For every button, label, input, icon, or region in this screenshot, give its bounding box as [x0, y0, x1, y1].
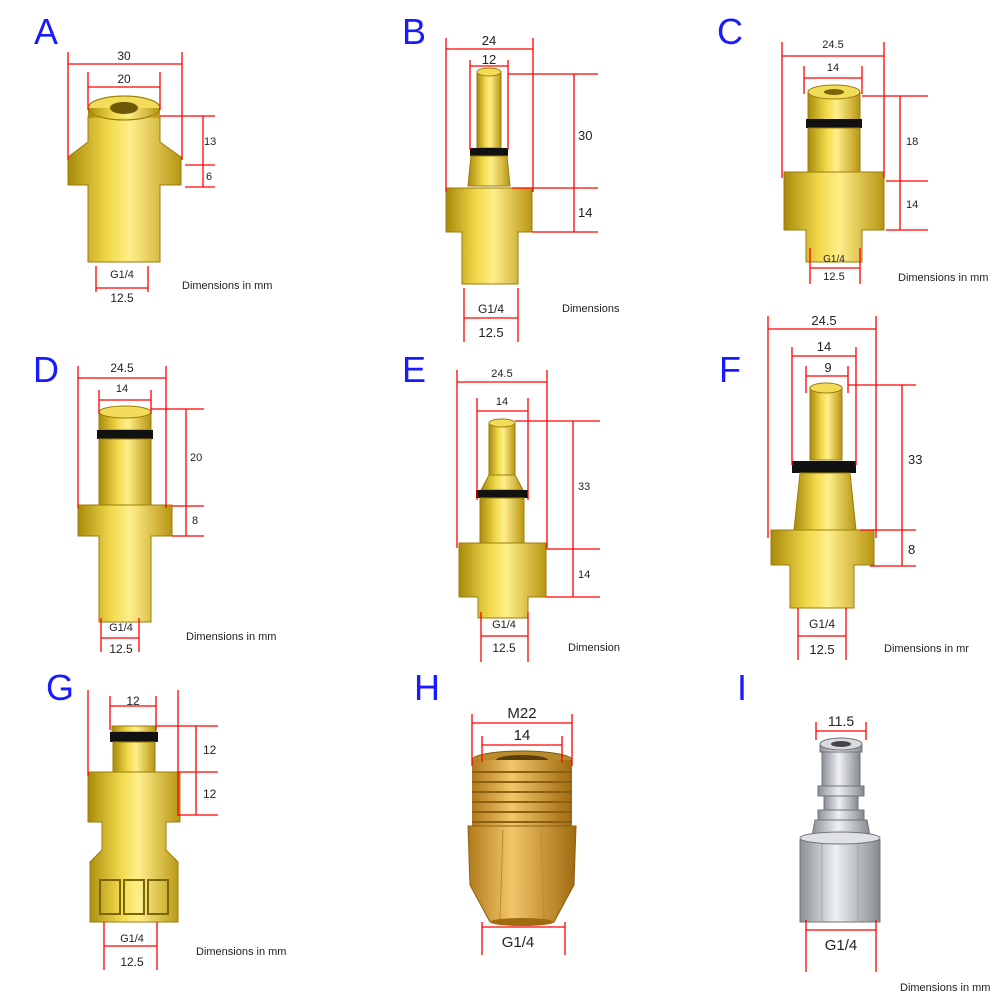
dim-d-2: 14: [116, 383, 128, 395]
dim-lines-i: [805, 722, 877, 972]
panel-letter-e: E: [402, 349, 426, 390]
dim-b-2: 12: [482, 52, 496, 67]
adapter-g-image: [87, 725, 181, 923]
dim-f-2: 14: [817, 339, 831, 354]
dim-b-1: 24: [482, 33, 496, 48]
thread-a: G1/4: [110, 269, 134, 281]
dim-a-3: 13: [204, 136, 216, 148]
base-a: 12.5: [110, 291, 134, 305]
dim-g-3: 12: [203, 787, 217, 801]
adapter-b-image: [445, 67, 533, 285]
dim-h-1: M22: [507, 705, 536, 722]
base-d: 12.5: [109, 642, 133, 656]
dim-h-2: 14: [514, 727, 531, 744]
dim-d-1: 24.5: [110, 361, 134, 375]
dim-lines-c: [781, 42, 928, 284]
thread-b: G1/4: [478, 302, 504, 316]
note-e: Dimension: [568, 642, 620, 654]
dim-g-1: 12: [126, 694, 140, 708]
adapter-i-image: [799, 737, 881, 923]
adapter-h-image: [467, 750, 577, 926]
panel-f: F 24.5 14 9 33 8 G1/4 12.5 Dimensions in…: [719, 313, 969, 660]
panel-letter-b: B: [402, 11, 426, 52]
dim-f-4: 33: [908, 452, 922, 467]
panel-letter-h: H: [414, 667, 440, 708]
dim-b-3: 30: [578, 128, 592, 143]
dim-c-2: 14: [827, 62, 839, 74]
adapter-e-image: [458, 418, 547, 619]
panel-b: B 24 12 30 14 G1/4 12.5 Dimensions: [402, 11, 620, 342]
note-i: Dimensions in mm: [900, 982, 990, 994]
dim-lines-b: [445, 38, 598, 342]
panel-g: G 12 12 12 G1/4 12.5 Dimensions in mm: [46, 667, 286, 970]
thread-e: G1/4: [492, 619, 516, 631]
base-c: 12.5: [823, 271, 844, 283]
panel-letter-g: G: [46, 667, 74, 708]
dim-f-1: 24.5: [811, 313, 836, 328]
adapter-f-image: [770, 382, 875, 609]
panel-letter-i: I: [737, 667, 747, 708]
dim-a-4: 6: [206, 171, 212, 183]
note-d: Dimensions in mm: [186, 631, 276, 643]
dim-lines-e: [456, 370, 600, 662]
dim-a-1: 30: [117, 49, 131, 63]
thread-i: G1/4: [825, 937, 858, 954]
panel-letter-a: A: [34, 11, 58, 52]
dim-e-2: 14: [496, 396, 508, 408]
panel-h: H M22 14 G1/4: [414, 667, 577, 955]
panel-letter-c: C: [717, 11, 743, 52]
thread-g: G1/4: [120, 933, 144, 945]
dim-d-3: 20: [190, 452, 202, 464]
dim-e-1: 24.5: [491, 368, 512, 380]
panel-c: C 24.5 14 18 14 G1/4 12.5 Dimensions in …: [717, 11, 988, 284]
panel-i: I 11.5 G1/4 Dimensions in mm: [737, 667, 990, 994]
thread-c: G1/4: [823, 254, 845, 265]
thread-f: G1/4: [809, 617, 835, 631]
dim-c-4: 14: [906, 199, 918, 211]
panel-letter-d: D: [33, 349, 59, 390]
dim-e-4: 14: [578, 569, 590, 581]
dim-c-3: 18: [906, 136, 918, 148]
dim-c-1: 24.5: [822, 39, 843, 51]
note-a: Dimensions in mm: [182, 280, 272, 292]
dim-f-3: 9: [824, 360, 831, 375]
thread-d: G1/4: [109, 622, 133, 634]
dim-a-2: 20: [117, 72, 131, 86]
base-f: 12.5: [809, 642, 834, 657]
base-g: 12.5: [120, 955, 144, 969]
adapter-c-image: [783, 84, 885, 263]
panel-a: A 30 20 13 6 G1/4 12.5 Dimensions in mm: [34, 11, 272, 305]
panel-letter-f: F: [719, 349, 741, 390]
panel-e: E 24.5 14 33 14 G1/4 12.5 Dimension: [402, 349, 620, 662]
dim-b-4: 14: [578, 205, 592, 220]
dim-i-1: 11.5: [828, 713, 854, 729]
note-c: Dimensions in mm: [898, 272, 988, 284]
adapter-a-image: [67, 95, 182, 263]
dim-g-2: 12: [203, 743, 217, 757]
base-e: 12.5: [492, 641, 516, 655]
dim-lines-a: [67, 52, 215, 292]
thread-h: G1/4: [502, 934, 535, 951]
dim-f-5: 8: [908, 542, 915, 557]
note-g: Dimensions in mm: [196, 946, 286, 958]
note-f: Dimensions in mr: [884, 643, 969, 655]
dim-d-4: 8: [192, 515, 198, 527]
dim-lines-h: [471, 714, 573, 955]
panel-d: D 24.5 14 20 8 G1/4 12.5 Dimensions in m…: [33, 349, 276, 656]
dim-lines-d: [77, 366, 204, 652]
dim-lines-g: [87, 690, 218, 970]
dim-lines-f: [767, 316, 916, 660]
base-b: 12.5: [478, 325, 503, 340]
adapter-d-image: [77, 405, 173, 623]
note-b: Dimensions: [562, 303, 620, 315]
dim-e-3: 33: [578, 481, 590, 493]
